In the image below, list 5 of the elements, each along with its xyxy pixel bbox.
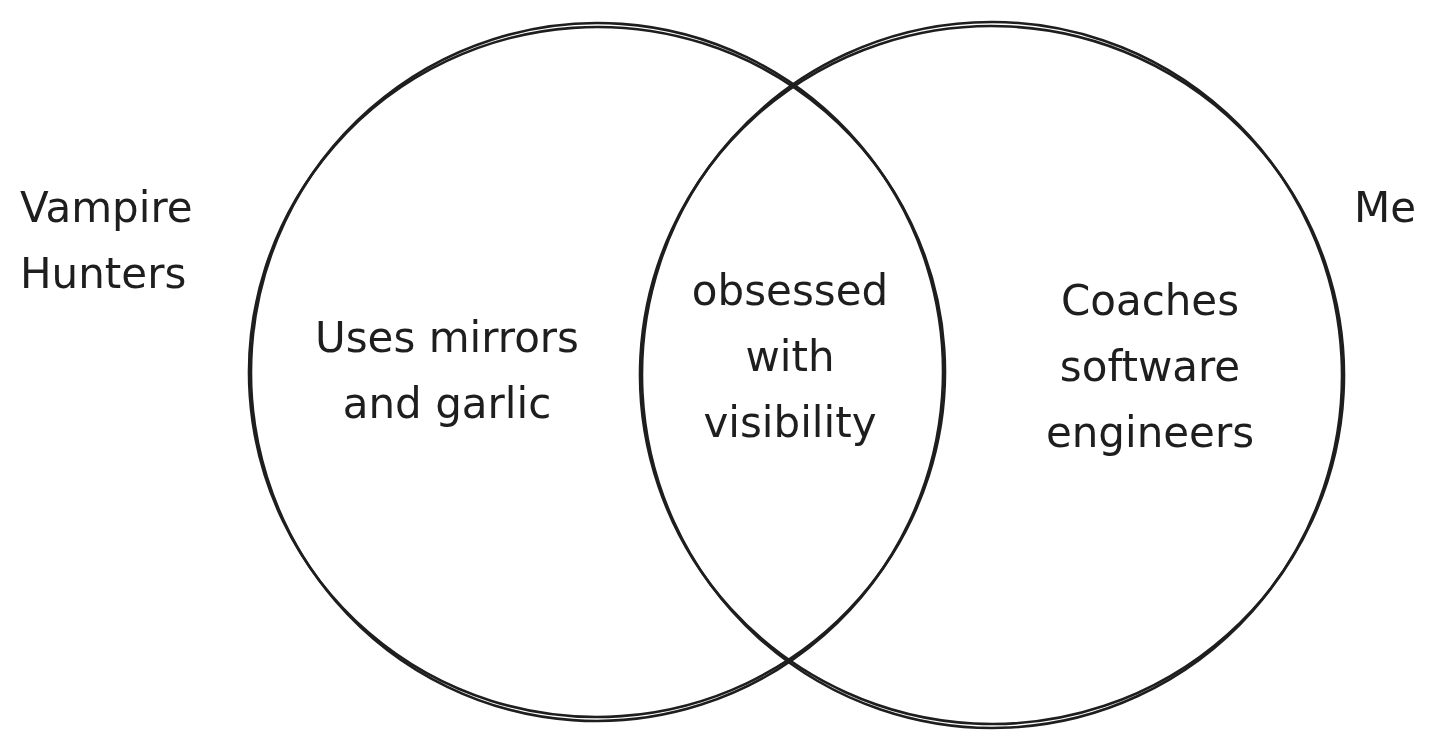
set-label: Me	[1354, 182, 1418, 234]
set-label: Vampire Hunters	[20, 182, 194, 300]
region-text: Uses mirrors and garlic	[314, 312, 580, 430]
region-text: Coaches software engineers	[1044, 275, 1256, 459]
region-text: obsessed with visibility	[690, 265, 890, 449]
